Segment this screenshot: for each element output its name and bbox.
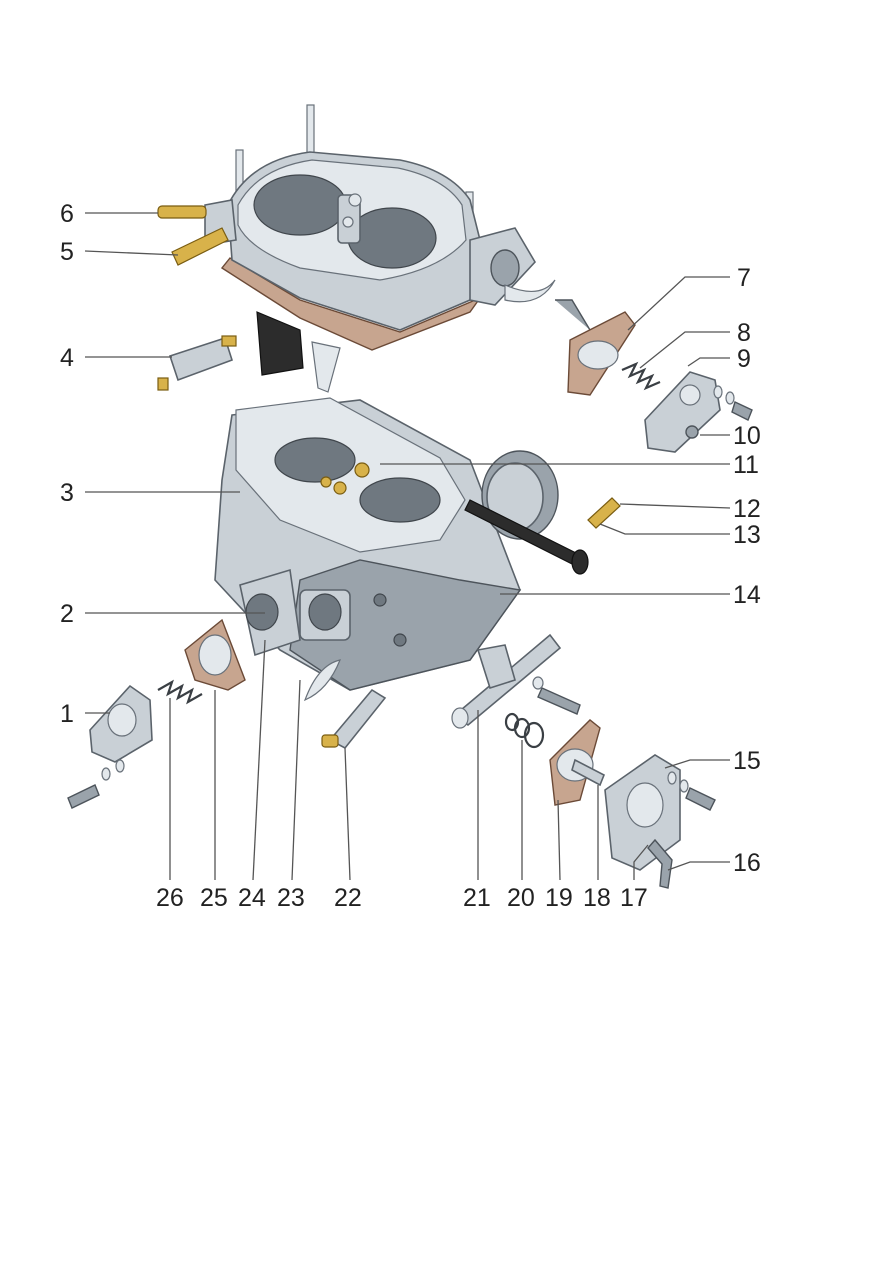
fitting-5 (171, 227, 229, 266)
throttle-lever-21 (451, 633, 581, 729)
callout-4: 4 (60, 344, 74, 372)
diaphragm-cover-9 (644, 371, 753, 453)
callout-24: 24 (238, 884, 266, 912)
pump-cover-15 (604, 754, 716, 889)
callout-11: 11 (733, 451, 759, 479)
callout-3: 3 (60, 479, 74, 507)
callout-23: 23 (277, 884, 305, 912)
diaphragm-gasket-7 (555, 299, 636, 396)
spring-8 (621, 361, 661, 391)
seal-rings-20 (504, 712, 545, 749)
callout-5: 5 (60, 238, 74, 266)
callout-2: 2 (60, 600, 74, 628)
fitting-6 (157, 205, 207, 219)
callout-21: 21 (463, 884, 491, 912)
callout-14: 14 (733, 581, 761, 609)
callout-26: 26 (156, 884, 184, 912)
callout-22: 22 (334, 884, 362, 912)
callout-25: 25 (200, 884, 228, 912)
callout-9: 9 (737, 345, 751, 373)
callout-13: 13 (733, 521, 761, 549)
leader-lines (84, 212, 731, 881)
spring-26 (157, 679, 203, 705)
callout-10: 10 (733, 422, 761, 450)
callout-labels: 6 5 4 3 2 1 7 8 9 10 11 12 13 14 15 16 2… (60, 200, 761, 912)
diaphragm-19 (549, 719, 606, 806)
carburetor-body (214, 397, 621, 750)
pump-cover-1 (67, 684, 153, 809)
callout-12: 12 (733, 495, 761, 523)
callout-15: 15 (733, 747, 761, 775)
callout-19: 19 (545, 884, 573, 912)
pump-gasket-25 (184, 618, 246, 691)
callout-7: 7 (737, 264, 751, 292)
callout-16: 16 (733, 849, 761, 877)
callout-8: 8 (737, 319, 751, 347)
idle-solenoid-valve-4 (157, 335, 237, 391)
callout-18: 18 (583, 884, 611, 912)
callout-20: 20 (507, 884, 535, 912)
callout-17: 17 (620, 884, 648, 912)
carburetor-cover (204, 104, 556, 393)
callout-1: 1 (60, 700, 74, 728)
callout-6: 6 (60, 200, 74, 228)
